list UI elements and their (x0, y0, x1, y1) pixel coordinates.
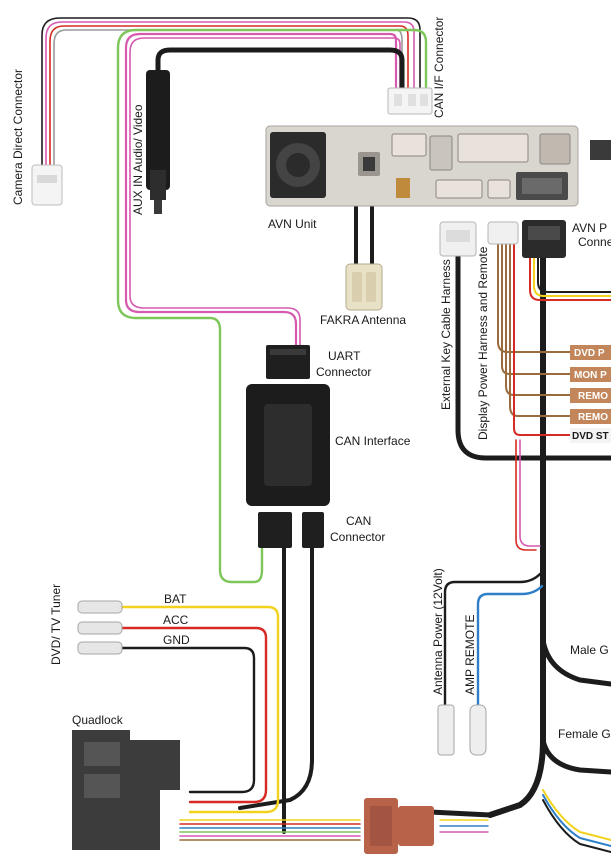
tag-remo-2: REMO (578, 412, 608, 423)
female-label: Female G (558, 727, 611, 741)
tag-remo-1: REMO (578, 391, 608, 402)
acc-label: ACC (163, 613, 189, 627)
amp-remote-wire (476, 584, 544, 707)
avn-power-label-2: Conne (578, 235, 611, 249)
wires (41, 17, 611, 853)
center-right-wires (439, 819, 489, 833)
can-cable-right (238, 546, 314, 810)
camera-wire-bundle (41, 17, 421, 166)
ext-key-label: External Key Cable Harness (439, 259, 453, 410)
fakra-connector (345, 263, 383, 311)
tag-dvd-st: DVD ST (572, 431, 609, 442)
green-wire (116, 28, 428, 584)
tag-dvd-p: DVD P (574, 348, 605, 359)
acc-wire (120, 626, 268, 804)
bat-label: BAT (164, 592, 187, 606)
antenna-power-terminal (437, 704, 455, 756)
avn-power-connector (522, 220, 566, 258)
avn-unit-label: AVN Unit (268, 217, 317, 231)
display-power-wires (497, 243, 576, 436)
center-connector (364, 798, 434, 854)
uart-label-2: Connector (316, 365, 371, 379)
avn-unit (265, 125, 579, 207)
can-if-connector (387, 87, 433, 115)
aux-cable (155, 47, 405, 91)
avn-power-label-1: AVN P (572, 221, 607, 235)
dvd-tuner-label: DVD/ TV Tuner (49, 584, 63, 665)
display-power-connector (487, 221, 519, 245)
antenna-power-wire (443, 572, 542, 707)
display-power-label: Display Power Harness and Remote (476, 246, 490, 440)
uart-label-1: UART (328, 349, 361, 363)
can-connectors (258, 512, 324, 548)
can-connector-label-1: CAN (346, 514, 371, 528)
side-plug (590, 140, 611, 160)
ext-key-connector (439, 221, 477, 257)
quadlock-bundle (179, 819, 361, 841)
camera-direct-label: Camera Direct Connector (11, 69, 25, 205)
right-tags (570, 345, 611, 443)
can-if-label: CAN I/F Connector (432, 17, 446, 118)
dvd-tuner-terminals (77, 600, 123, 655)
can-interface-box (246, 384, 330, 506)
male-label: Male G (570, 643, 609, 657)
quadlock-connector (72, 730, 180, 850)
can-interface-label: CAN Interface (335, 434, 411, 448)
ext-key-cable (455, 253, 611, 461)
amp-remote-terminal (469, 704, 487, 756)
quadlock-label: Quadlock (72, 713, 124, 727)
aux-jack (146, 70, 170, 214)
can-connector-label-2: Connector (330, 530, 385, 544)
bat-wire (120, 605, 280, 814)
antenna-power-label: Antenna Power (12Volt) (431, 568, 445, 695)
fakra-label: FAKRA Antenna (320, 313, 406, 327)
uart-connector (266, 345, 310, 379)
gnd-wire (120, 646, 256, 794)
camera-direct-connector (31, 164, 63, 206)
pink-wire (124, 32, 398, 347)
aux-in-label: AUX IN Audio/ Video (131, 104, 145, 215)
amp-remote-label: AMP REMOTE (463, 615, 477, 695)
tag-mon-p: MON P (574, 370, 607, 381)
gnd-label: GND (163, 633, 190, 647)
